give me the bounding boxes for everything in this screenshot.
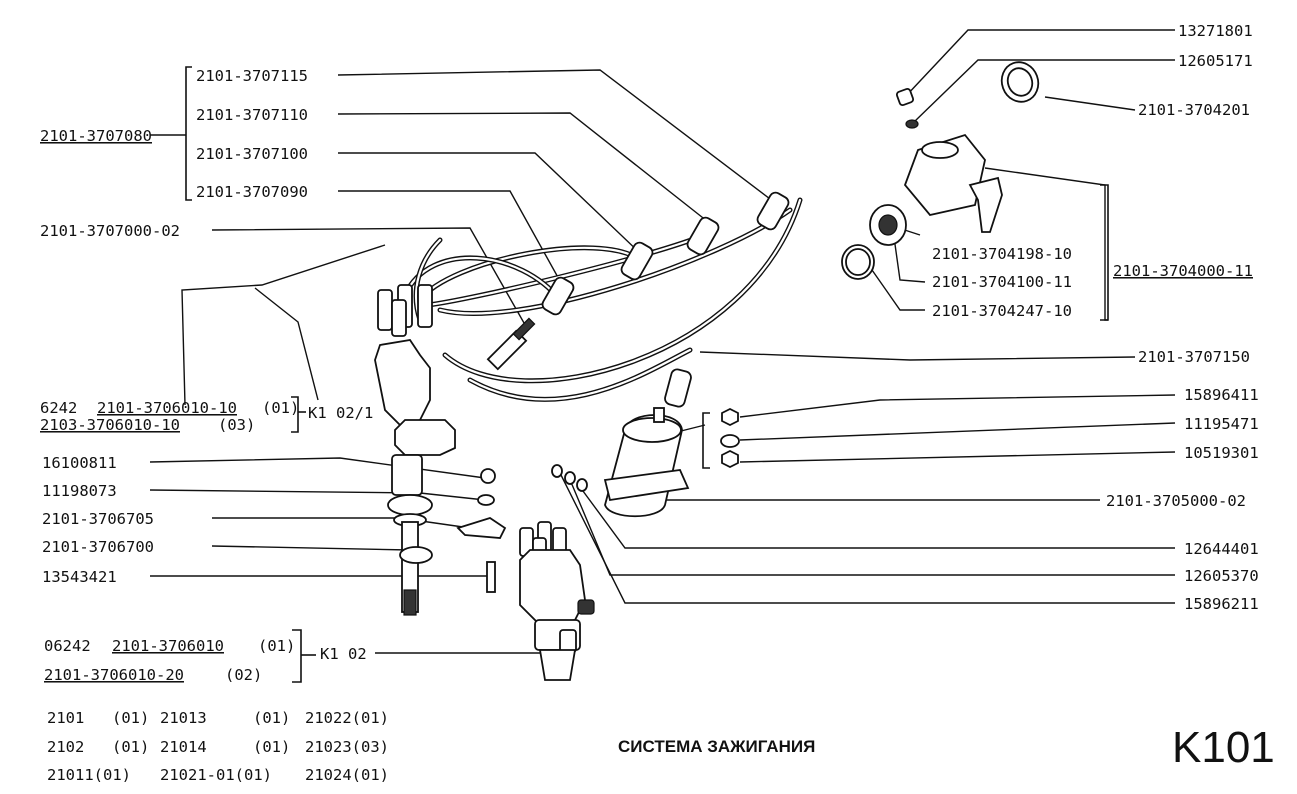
diagram-title: СИСТЕМА ЗАЖИГАНИЯ bbox=[618, 737, 815, 756]
label-2101-3706700: 2101-3706700 bbox=[42, 538, 154, 556]
dist2-prefix: 06242 bbox=[44, 637, 91, 655]
dist1-number-1: 2101-3706010-10 bbox=[97, 399, 237, 417]
label-15896211: 15896211 bbox=[1184, 595, 1259, 613]
label-15896411: 15896411 bbox=[1184, 386, 1259, 404]
model-cell: (01) bbox=[112, 709, 149, 727]
ignition-switch bbox=[841, 61, 1040, 280]
label-10519301: 10519301 bbox=[1184, 444, 1259, 462]
model-cell: 21024(01) bbox=[305, 766, 389, 784]
dist2-number-1: 2101-3706010 bbox=[112, 637, 224, 655]
model-cell: 21021-01(01) bbox=[160, 766, 272, 784]
model-cell: 21014 bbox=[160, 738, 207, 756]
label-2101-3704198-10: 2101-3704198-10 bbox=[932, 245, 1072, 263]
distributor-1 bbox=[374, 284, 456, 616]
dist1-variant-2: (03) bbox=[218, 416, 255, 434]
label-2101-3704201: 2101-3704201 bbox=[1138, 101, 1250, 119]
dist1-prefix: 6242 bbox=[40, 399, 77, 417]
label-2101-3705000-02: 2101-3705000-02 bbox=[1106, 492, 1246, 510]
model-cell: 21022(01) bbox=[305, 709, 389, 727]
label-2101-3704100-11: 2101-3704100-11 bbox=[932, 273, 1072, 291]
label-2101-3706705: 2101-3706705 bbox=[42, 510, 154, 528]
dist1-variant-1: (01) bbox=[262, 399, 299, 417]
distributor-2-group: 06242 2101-3706010 (01) 2101-3706010-20 … bbox=[44, 637, 367, 684]
label-13271801: 13271801 bbox=[1178, 22, 1253, 40]
dist2-number-2: 2101-3706010-20 bbox=[44, 666, 184, 684]
dist1-number-2: 2103-3706010-10 bbox=[40, 416, 180, 434]
model-cell: 21011(01) bbox=[47, 766, 131, 784]
label-2101-3704000-11: 2101-3704000-11 bbox=[1113, 262, 1253, 280]
part-number-labels: 13271801 12605171 2101-3704201 2101-3707… bbox=[40, 22, 1259, 613]
spark-plug bbox=[486, 317, 536, 371]
model-cell: (01) bbox=[112, 738, 149, 756]
distributor-small-parts bbox=[456, 468, 507, 593]
model-cell: (01) bbox=[253, 709, 290, 727]
dist2-variant-2: (02) bbox=[225, 666, 262, 684]
dist1-ref: K1 02/1 bbox=[308, 404, 373, 422]
sheet-code: K101 bbox=[1172, 723, 1275, 772]
label-2101-3707080: 2101-3707080 bbox=[40, 127, 152, 145]
label-11198073: 11198073 bbox=[42, 482, 117, 500]
model-cell: (01) bbox=[253, 738, 290, 756]
label-2101-3707100: 2101-3707100 bbox=[196, 145, 308, 163]
model-cell: 2101 bbox=[47, 709, 84, 727]
label-16100811: 16100811 bbox=[42, 454, 117, 472]
dist2-variant-1: (01) bbox=[258, 637, 295, 655]
coil-fasteners bbox=[720, 407, 740, 469]
distributor-2 bbox=[519, 521, 595, 681]
label-12605370: 12605370 bbox=[1184, 567, 1259, 585]
ignition-coil bbox=[551, 407, 690, 518]
dist2-ref: K1 02 bbox=[320, 645, 367, 663]
label-2101-3707150: 2101-3707150 bbox=[1138, 348, 1250, 366]
model-cell: 21023(03) bbox=[305, 738, 389, 756]
model-cell: 2102 bbox=[47, 738, 84, 756]
brackets bbox=[150, 66, 1109, 683]
label-12644401: 12644401 bbox=[1184, 540, 1259, 558]
leader-lines bbox=[149, 29, 1176, 654]
label-11195471: 11195471 bbox=[1184, 415, 1259, 433]
label-12605171: 12605171 bbox=[1178, 52, 1253, 70]
model-cell: 21013 bbox=[160, 709, 207, 727]
label-2101-3707090: 2101-3707090 bbox=[196, 183, 308, 201]
distributor-1-group: 6242 2101-3706010-10 (01) 2103-3706010-1… bbox=[40, 399, 373, 434]
model-applicability: 2101 (01) 21013 (01) 21022(01) 2102 (01)… bbox=[47, 709, 389, 784]
spark-plug-caps bbox=[541, 191, 790, 408]
label-2101-3707000-02: 2101-3707000-02 bbox=[40, 222, 180, 240]
label-13543421: 13543421 bbox=[42, 568, 117, 586]
label-2101-3707115: 2101-3707115 bbox=[196, 67, 308, 85]
ht-leads-set bbox=[402, 197, 803, 402]
label-2101-3704247-10: 2101-3704247-10 bbox=[932, 302, 1072, 320]
label-2101-3707110: 2101-3707110 bbox=[196, 106, 308, 124]
